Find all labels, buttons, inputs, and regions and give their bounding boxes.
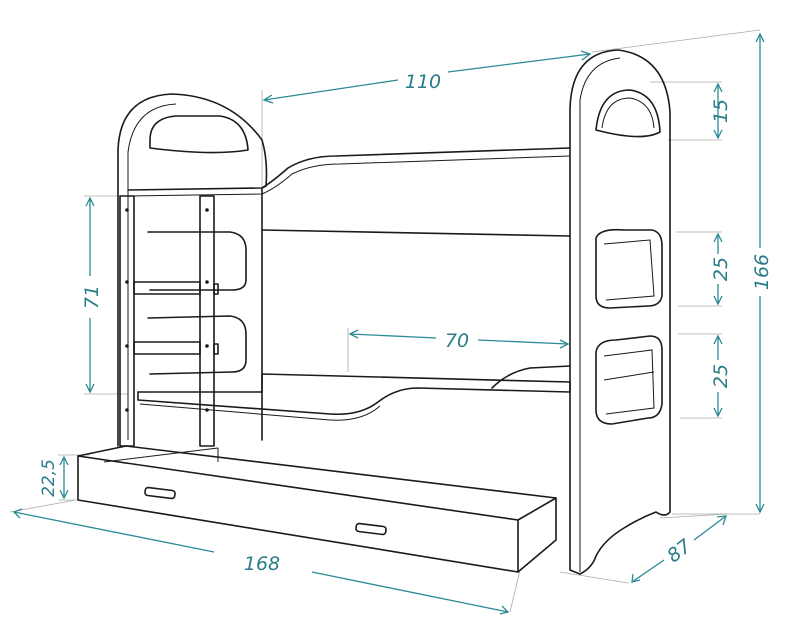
drawer-front <box>77 455 519 573</box>
drawer <box>77 445 557 573</box>
drawer-side <box>517 497 557 573</box>
dimension-labels: 110 15 166 25 25 71 70 22,5 168 87 <box>39 71 773 575</box>
drawer-handle-left <box>144 486 176 500</box>
upper-bunk <box>127 147 571 237</box>
ladder <box>119 195 219 447</box>
label-drawer-height: 22,5 <box>39 459 59 497</box>
dimension-lines <box>12 32 765 615</box>
end-panel-arch-window <box>595 89 661 138</box>
ladder-rail-right <box>199 195 215 447</box>
ladder-rung-lower <box>133 341 201 355</box>
label-top-width: 110 <box>405 71 441 93</box>
lower-bunk <box>137 365 571 421</box>
label-window-lower: 25 <box>710 364 732 388</box>
end-panel-window-upper <box>595 228 663 309</box>
right-end-panel <box>569 49 671 575</box>
lower-bunk-headboard <box>491 365 571 389</box>
label-inner-length: 70 <box>445 330 469 352</box>
label-depth: 87 <box>663 535 696 567</box>
upper-bunk-base <box>261 229 571 237</box>
left-panel-arch-window <box>149 115 249 154</box>
extension-lines <box>9 29 761 613</box>
left-panel-window-upper <box>147 231 247 291</box>
left-end-panel <box>117 93 268 447</box>
ladder-rung-upper <box>133 281 201 295</box>
lower-bunk-guard <box>137 381 571 416</box>
end-panel-window-lower <box>595 335 663 425</box>
label-post-arc: 15 <box>710 99 732 123</box>
label-ladder-height: 71 <box>81 285 103 309</box>
drawer-handle-right <box>355 522 387 536</box>
left-panel-window-lower <box>147 315 247 375</box>
label-total-length: 168 <box>244 553 280 575</box>
label-window-upper: 25 <box>710 257 732 281</box>
ladder-rail-left <box>119 195 135 447</box>
label-total-height: 166 <box>751 254 773 290</box>
